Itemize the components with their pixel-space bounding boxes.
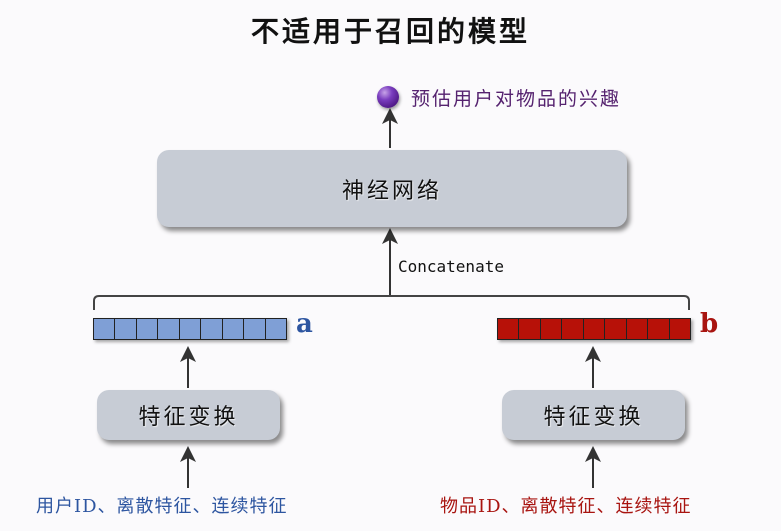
vector-a (93, 318, 287, 340)
vector-b-label: b (700, 309, 719, 339)
vector-cell (562, 319, 584, 339)
item-feature-transform-box: 特征变换 (502, 390, 685, 440)
vector-b (497, 318, 691, 340)
item-input-features: 物品ID、离散特征、连续特征 (440, 496, 692, 517)
vector-cell (222, 319, 245, 339)
concat-bracket (93, 295, 690, 310)
vector-cell (115, 319, 137, 339)
vector-cell (244, 319, 266, 339)
vector-cell (540, 319, 563, 339)
vector-cell (179, 319, 202, 339)
user-input-features: 用户ID、离散特征、连续特征 (36, 496, 288, 517)
vector-cell (498, 319, 520, 339)
vector-cell (626, 319, 649, 339)
item-feature-transform-label: 特征变换 (543, 405, 644, 430)
vector-cell (519, 319, 541, 339)
user-feature-transform-label: 特征变换 (138, 405, 239, 430)
vector-cell (201, 319, 223, 339)
output-label: 预估用户对物品的兴趣 (411, 88, 622, 110)
output-sphere-icon (377, 86, 399, 108)
diagram-title: 不适用于召回的模型 (250, 15, 530, 48)
vector-cell (158, 319, 180, 339)
user-feature-transform-box: 特征变换 (97, 390, 280, 440)
concatenate-label: Concatenate (398, 257, 504, 276)
neural-network-box: 神经网络 (157, 150, 627, 227)
vector-cell (605, 319, 627, 339)
vector-cell (669, 319, 690, 339)
neural-network-label: 神经网络 (341, 178, 442, 204)
vector-cell (648, 319, 670, 339)
vector-a-label: a (296, 309, 313, 339)
vector-cell (265, 319, 286, 339)
vector-cell (94, 319, 116, 339)
vector-cell (583, 319, 606, 339)
vector-cell (136, 319, 159, 339)
